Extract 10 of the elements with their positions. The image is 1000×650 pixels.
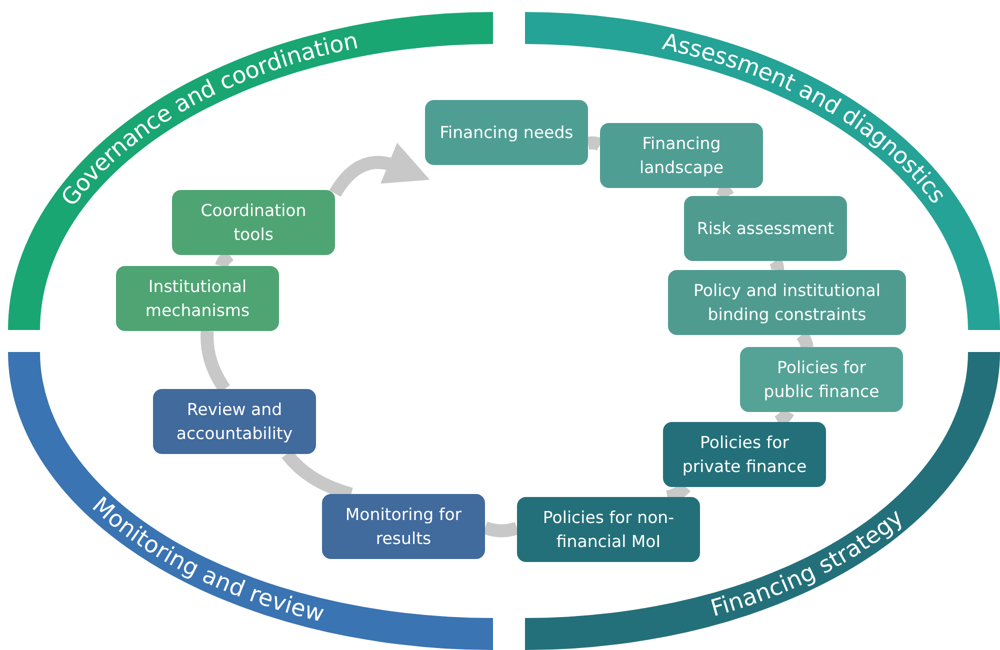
step-box: Policies for non-financial MoI	[517, 497, 700, 562]
step-box: Monitoring for results	[322, 494, 485, 559]
step-box: Policies for public finance	[740, 347, 903, 412]
step-box: Institutional mechanisms	[116, 266, 279, 331]
step-box: Review and accountability	[153, 389, 316, 454]
connector-line	[482, 522, 519, 538]
step-box: Financing needs	[425, 100, 588, 165]
step-box: Policies for private finance	[663, 422, 826, 487]
step-box: Risk assessment	[684, 196, 847, 261]
step-box: Policy and institutional binding constraints	[668, 270, 906, 335]
